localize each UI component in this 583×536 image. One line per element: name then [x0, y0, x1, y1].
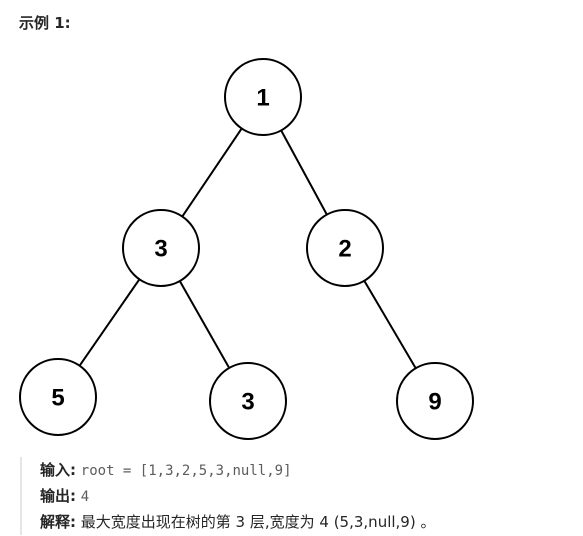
input-value: root = [1,3,2,5,3,null,9] [80, 463, 292, 479]
explanation-line: 解释: 最大宽度出现在树的第 3 层,宽度为 4 (5,3,null,9) 。 [40, 509, 580, 535]
example-title: 示例 1: [19, 14, 71, 32]
explanation-value: 最大宽度出现在树的第 3 层,宽度为 4 (5,3,null,9) 。 [80, 513, 436, 531]
output-line: 输出: 4 [40, 483, 580, 509]
tree-node-value: 3 [154, 236, 167, 263]
tree-node-circle [306, 209, 384, 287]
tree-node-circle [19, 358, 97, 436]
tree-node-value: 5 [51, 385, 64, 412]
tree-node: 2 [306, 209, 384, 287]
input-line: 输入: root = [1,3,2,5,3,null,9] [40, 457, 580, 483]
tree-edges [78, 127, 417, 369]
tree-edge [178, 280, 231, 369]
tree-edge [280, 129, 328, 216]
explanation-label: 解释: [40, 513, 76, 531]
tree-node-circle [209, 362, 287, 440]
output-label: 输出: [40, 487, 76, 505]
tree-node-value: 1 [256, 85, 269, 112]
tree-nodes: 1 3 2 5 3 9 [19, 58, 474, 440]
tree-node-value: 3 [241, 389, 254, 416]
tree-node-value: 2 [338, 236, 351, 263]
tree-node-value: 9 [428, 389, 441, 416]
tree-edge [78, 278, 141, 367]
tree-node: 9 [396, 362, 474, 440]
tree-edge [181, 127, 243, 218]
tree-node: 3 [209, 362, 287, 440]
tree-node-circle [396, 362, 474, 440]
output-value: 4 [80, 489, 90, 505]
tree-node-circle [122, 209, 200, 287]
example-io-block: 输入: root = [1,3,2,5,3,null,9] 输出: 4 解释: … [20, 457, 580, 535]
binary-tree-diagram: 1 3 2 5 3 9 [19, 58, 474, 440]
tree-node: 3 [122, 209, 200, 287]
tree-node-circle [224, 58, 302, 136]
tree-edge [363, 280, 417, 369]
input-label: 输入: [40, 461, 76, 479]
tree-node: 5 [19, 358, 97, 436]
tree-node: 1 [224, 58, 302, 136]
